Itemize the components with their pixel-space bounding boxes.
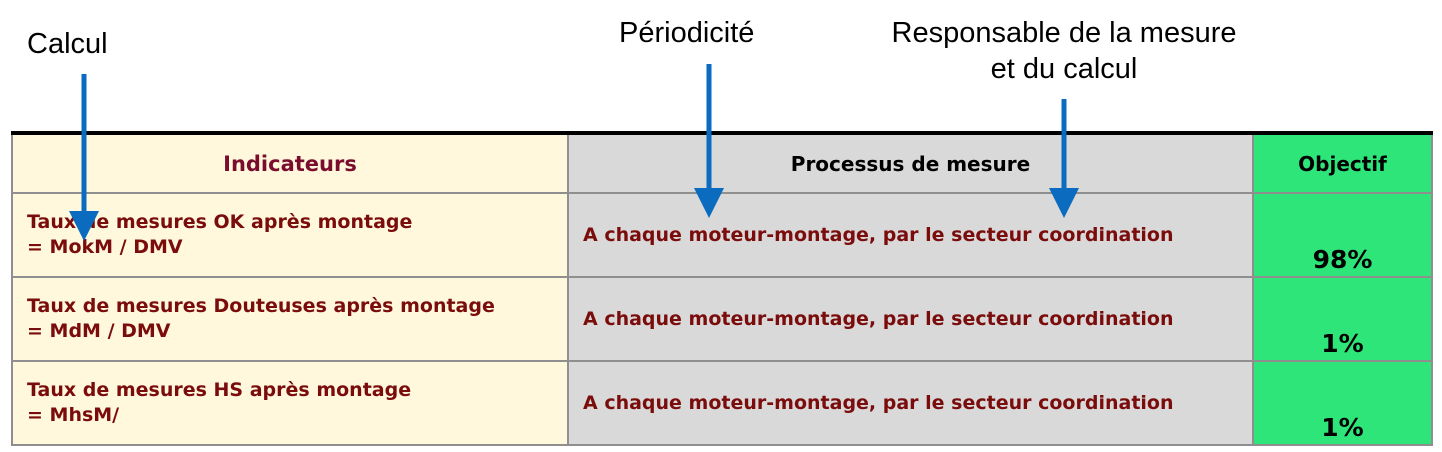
responsable-annotation: Responsable de la mesure et du calcul bbox=[868, 15, 1260, 87]
processus-cell: A chaque moteur-montage, par le secteur … bbox=[567, 276, 1254, 362]
indicateur-formula: = MokM / DMV bbox=[27, 236, 183, 258]
header-indicateurs: Indicateurs bbox=[11, 132, 569, 194]
processus-cell: A chaque moteur-montage, par le secteur … bbox=[567, 360, 1254, 446]
responsable-annotation-line2: et du calcul bbox=[990, 53, 1138, 85]
table-row: Taux de mesures HS après montage = MhsM/… bbox=[11, 360, 1433, 446]
indicateur-name: Taux de mesures OK après montage bbox=[27, 211, 413, 233]
indicateur-cell: Taux de mesures HS après montage = MhsM/ bbox=[11, 360, 569, 446]
indicateur-cell: Taux de mesures Douteuses après montage … bbox=[11, 276, 569, 362]
table-row: Taux de mesures OK après montage = MokM … bbox=[11, 192, 1433, 278]
indicateur-name: Taux de mesures Douteuses après montage bbox=[27, 295, 495, 317]
indicateur-formula: = MdM / DMV bbox=[27, 320, 171, 342]
periodicite-annotation: Périodicité bbox=[619, 17, 755, 49]
indicateur-cell: Taux de mesures OK après montage = MokM … bbox=[11, 192, 569, 278]
objectif-cell: 1% bbox=[1252, 276, 1433, 362]
header-objectif: Objectif bbox=[1252, 132, 1433, 194]
header-processus: Processus de mesure bbox=[567, 132, 1254, 194]
indicateur-formula: = MhsM/ bbox=[27, 404, 120, 426]
objectif-cell: 1% bbox=[1252, 360, 1433, 446]
processus-cell: A chaque moteur-montage, par le secteur … bbox=[567, 192, 1254, 278]
indicators-table: Indicateurs Processus de mesure Objectif… bbox=[11, 131, 1433, 446]
responsable-annotation-line1: Responsable de la mesure bbox=[891, 17, 1237, 49]
indicateur-name: Taux de mesures HS après montage bbox=[27, 379, 412, 401]
table-row: Taux de mesures Douteuses après montage … bbox=[11, 276, 1433, 362]
calcul-annotation: Calcul bbox=[27, 28, 108, 60]
objectif-cell: 98% bbox=[1252, 192, 1433, 278]
table-header-row: Indicateurs Processus de mesure Objectif bbox=[11, 132, 1433, 194]
